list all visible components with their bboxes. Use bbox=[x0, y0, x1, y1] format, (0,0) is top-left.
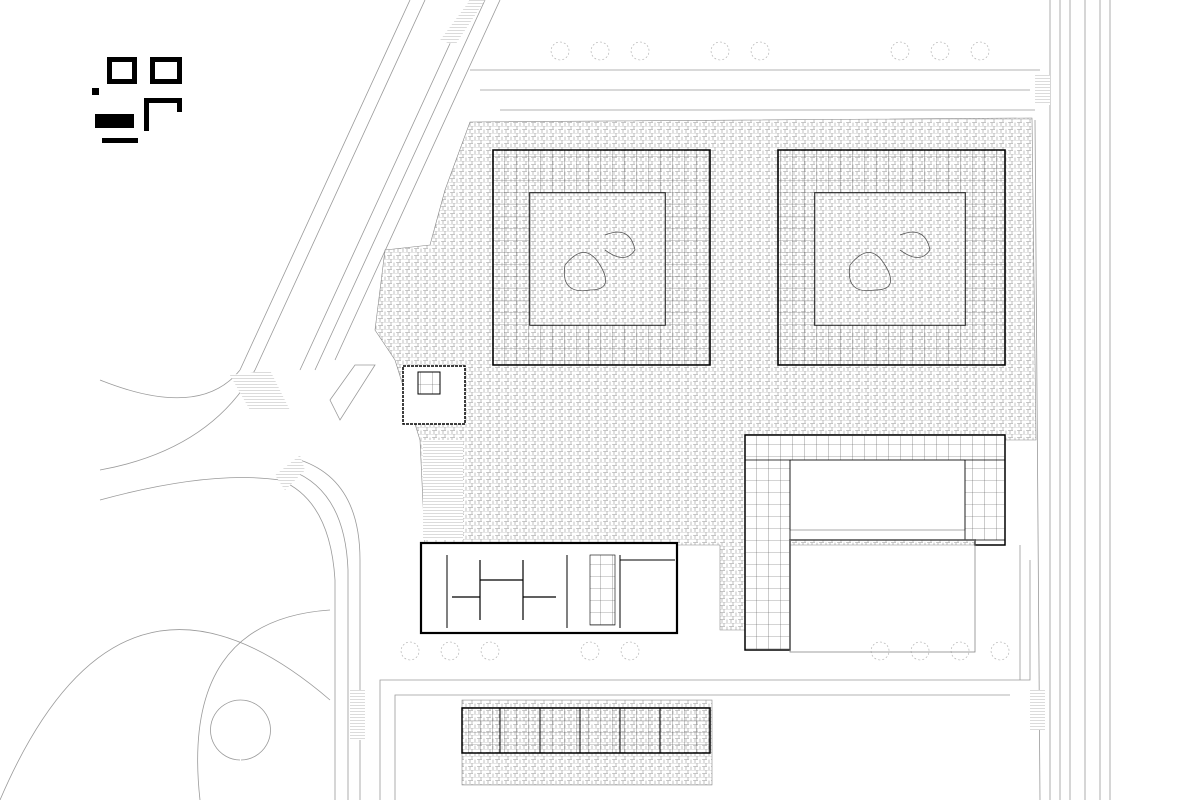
courtyard-block-west bbox=[492, 149, 711, 366]
pavilion bbox=[402, 365, 466, 425]
annex-outline bbox=[789, 539, 976, 653]
stair-field bbox=[423, 440, 463, 540]
courtyard-block-east bbox=[777, 149, 1006, 366]
road-network bbox=[0, 0, 1111, 800]
hall-building bbox=[419, 541, 679, 635]
crosswalks bbox=[230, 0, 1050, 740]
south-row-building bbox=[461, 707, 711, 754]
abstract-block-logo-icon bbox=[92, 57, 182, 143]
